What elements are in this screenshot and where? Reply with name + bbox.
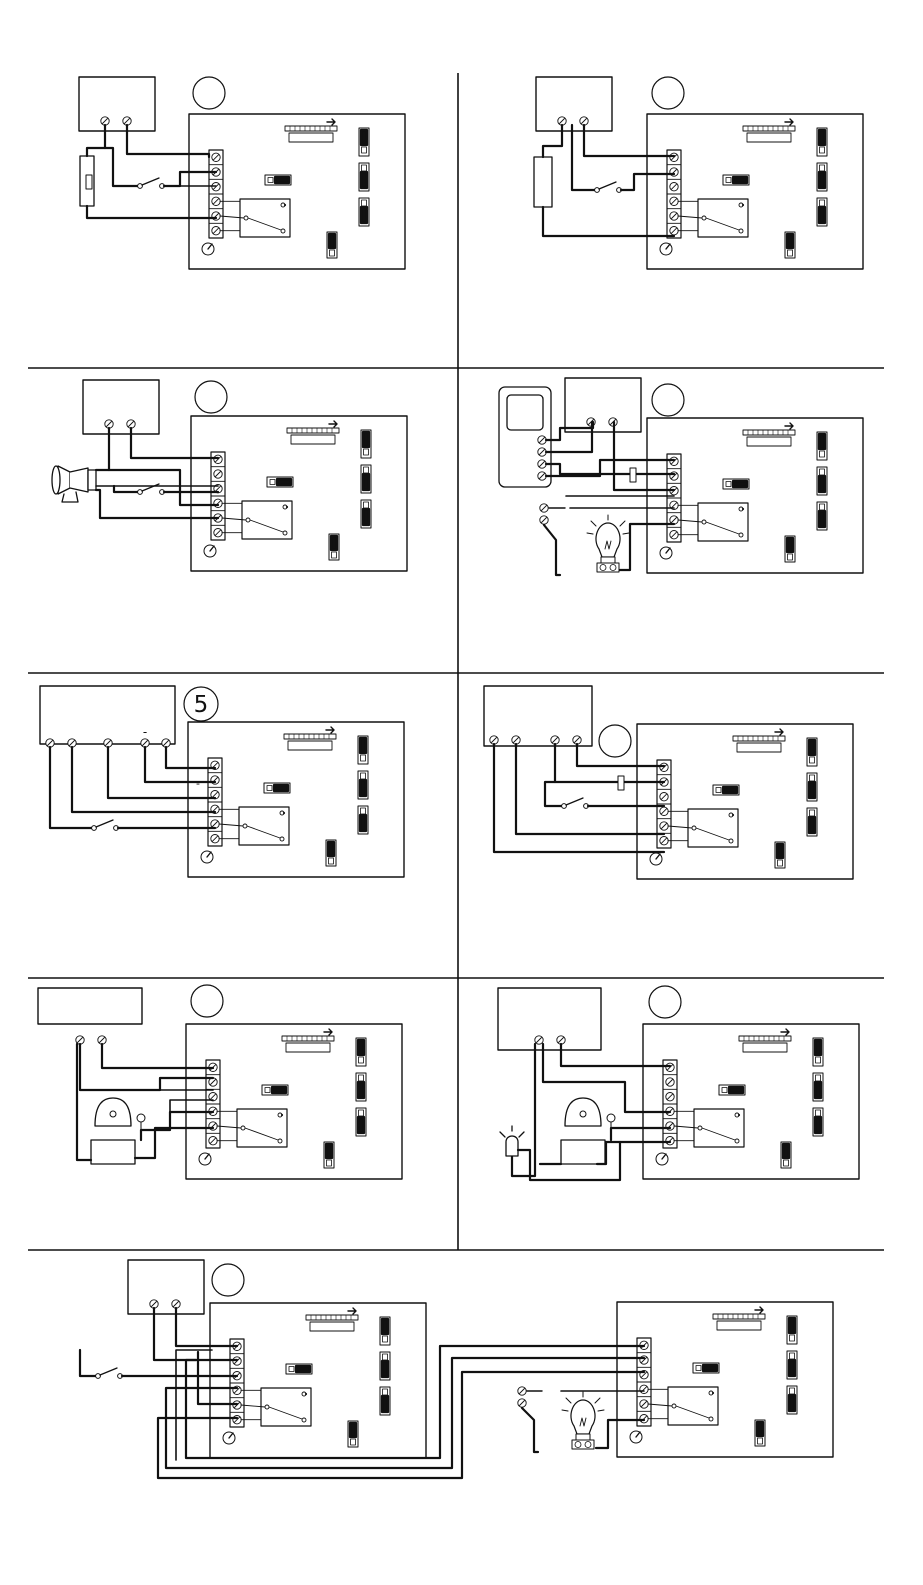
- step-badge: [649, 986, 681, 1018]
- panel-2: [534, 77, 863, 269]
- power-source-icon: [498, 988, 601, 1050]
- strobe-icon: [534, 157, 552, 207]
- switch-icon: [96, 1368, 123, 1378]
- panel-6: [484, 686, 853, 879]
- relay-board-icon: [189, 114, 405, 269]
- panel-4: [499, 378, 863, 575]
- switch-icon: [138, 178, 165, 188]
- power-source-icon: [83, 380, 159, 434]
- step-badge: [195, 381, 227, 413]
- siren-icon: [52, 466, 96, 502]
- step-badge: [212, 1264, 244, 1296]
- relay-board-icon: [617, 1302, 833, 1457]
- relay-board-icon: [643, 1024, 859, 1179]
- negative-terminal-label: -: [143, 725, 147, 739]
- power-source-icon: [565, 378, 641, 432]
- strobe-icon: [500, 1126, 524, 1156]
- power-source-icon: [40, 686, 175, 744]
- switch-icon: [595, 182, 622, 192]
- panel-1: [79, 77, 405, 269]
- light-bulb-icon: [562, 1392, 604, 1449]
- step-number-label: 5: [194, 692, 209, 718]
- power-source-icon: [38, 988, 142, 1024]
- step-badge: [193, 77, 225, 109]
- power-source-icon: [128, 1260, 204, 1314]
- relay-board-icon: [186, 1024, 402, 1179]
- switch-icon: [562, 798, 589, 808]
- panel-7: [38, 985, 402, 1179]
- panel-9: [80, 1260, 833, 1478]
- step-badge: [191, 985, 223, 1017]
- relay-board-icon: [191, 416, 407, 571]
- panel-3: [52, 380, 407, 571]
- relay-board-icon: [188, 722, 404, 877]
- step-badge: [599, 725, 631, 757]
- relay-board-icon: [647, 114, 863, 269]
- power-source-icon: [536, 77, 612, 131]
- switch-icon: [92, 820, 119, 830]
- light-bulb-icon: [587, 515, 629, 572]
- relay-board-icon: [637, 724, 853, 879]
- relay-board-icon: [210, 1303, 426, 1458]
- step-badge: [652, 77, 684, 109]
- panel-5: [40, 686, 404, 877]
- power-source-icon: [79, 77, 155, 131]
- negative-terminal-label: -: [196, 777, 200, 790]
- panel-8: [498, 986, 859, 1180]
- step-badge: [652, 384, 684, 416]
- bell-icon: [91, 1098, 145, 1164]
- relay-board-icon: [647, 418, 863, 573]
